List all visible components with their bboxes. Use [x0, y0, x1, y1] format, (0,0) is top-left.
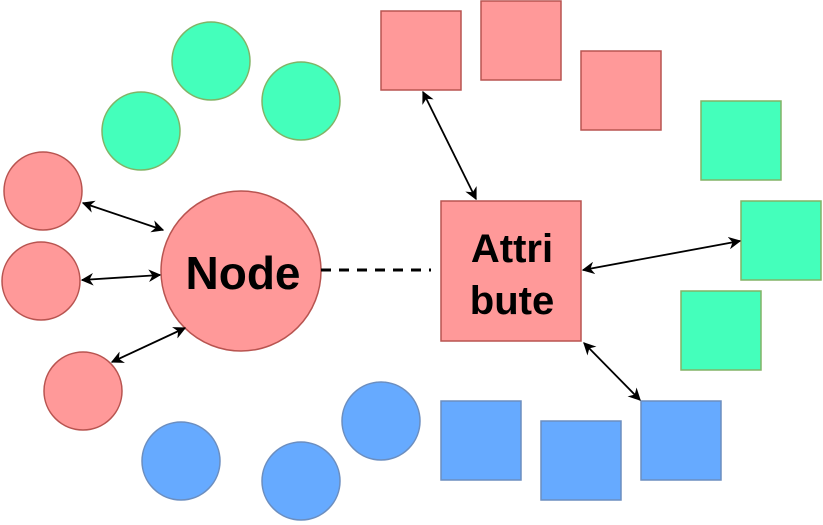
node-edges: [80, 200, 187, 363]
red-square[interactable]: [580, 50, 662, 131]
attribute-label-line2: bute: [470, 279, 554, 323]
edge-node-red-circle-top[interactable]: [81, 200, 165, 233]
blue-circle[interactable]: [261, 441, 341, 521]
green-square[interactable]: [680, 290, 762, 371]
edge-attribute-blue-square[interactable]: [583, 342, 641, 401]
red-circle[interactable]: [43, 351, 123, 431]
red-circle[interactable]: [1, 241, 81, 321]
blue-circle[interactable]: [341, 381, 421, 461]
blue-circle-group: [141, 381, 421, 521]
red-square-group: [380, 0, 662, 131]
green-circle-group: [101, 21, 341, 171]
green-circle[interactable]: [171, 21, 251, 101]
green-circle[interactable]: [261, 61, 341, 141]
green-square-group: [680, 100, 822, 371]
blue-square[interactable]: [440, 400, 522, 481]
attribute-box[interactable]: [440, 200, 582, 342]
green-circle[interactable]: [101, 91, 181, 171]
attribute-shape[interactable]: Attri bute: [440, 200, 582, 342]
attribute-label-line1: Attri: [471, 227, 553, 271]
edge-node-red-circle-middle[interactable]: [80, 269, 162, 286]
attribute-edges: [422, 90, 742, 401]
node-shape[interactable]: Node: [160, 190, 322, 352]
blue-circle[interactable]: [141, 421, 221, 501]
blue-square-group: [440, 400, 722, 501]
edge-node-red-circle-bottom[interactable]: [110, 327, 187, 363]
red-circle-group: [1, 151, 123, 431]
red-square[interactable]: [380, 10, 462, 91]
red-circle[interactable]: [3, 151, 83, 231]
blue-square[interactable]: [540, 420, 622, 501]
edge-attribute-red-square[interactable]: [422, 90, 477, 201]
edge-attribute-green-square[interactable]: [581, 236, 742, 275]
red-square[interactable]: [480, 0, 562, 81]
node-label: Node: [186, 247, 301, 299]
blue-square[interactable]: [640, 400, 722, 481]
green-square[interactable]: [740, 200, 822, 281]
green-square[interactable]: [700, 100, 782, 181]
